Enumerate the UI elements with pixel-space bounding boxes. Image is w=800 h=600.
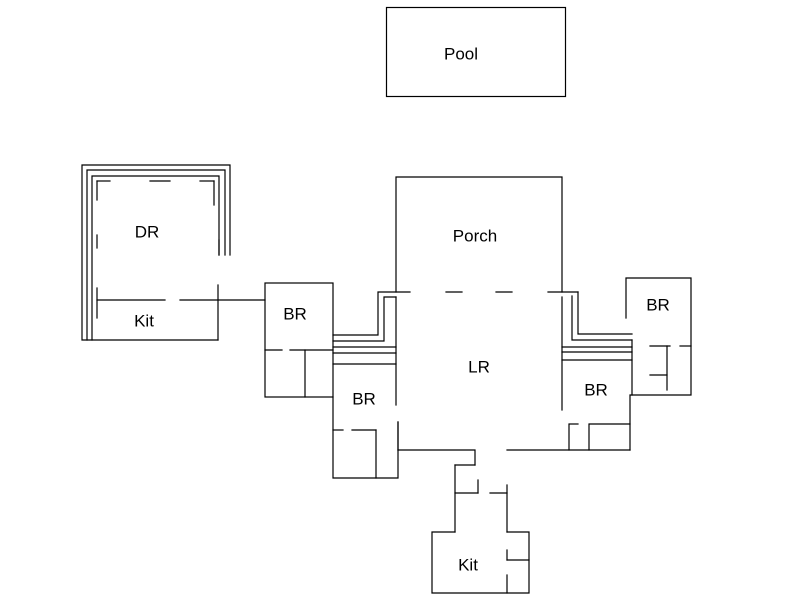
- porch-label: Porch: [453, 226, 497, 245]
- bedroom-west-lower-outline: [332, 396, 399, 479]
- kitchen-south-label: Kit: [458, 555, 478, 574]
- west-hall-walls: [332, 291, 411, 365]
- pool-outline: [385, 6, 567, 98]
- kitchen-west-label: Kit: [134, 311, 154, 330]
- bedroom-west-lower-label: BR: [352, 389, 376, 408]
- porch-outline: [395, 176, 579, 293]
- bedroom-east-upper-outline: [625, 277, 692, 396]
- kitchen-south-outline: [431, 531, 530, 594]
- dining-room-label: DR: [135, 222, 160, 241]
- bedroom-east-lower-outline: [568, 339, 633, 451]
- dining-room-outline: [81, 164, 266, 341]
- south-hall-walls: [454, 464, 508, 533]
- living-room-label: LR: [468, 357, 490, 376]
- bedroom-west-upper-label: BR: [283, 304, 307, 323]
- pool-label: Pool: [444, 44, 478, 63]
- bedroom-west-upper-outline: [264, 282, 334, 398]
- bedroom-east-lower-label: BR: [584, 380, 608, 399]
- bedroom-east-upper-label: BR: [646, 295, 670, 314]
- east-hall-walls: [561, 291, 633, 361]
